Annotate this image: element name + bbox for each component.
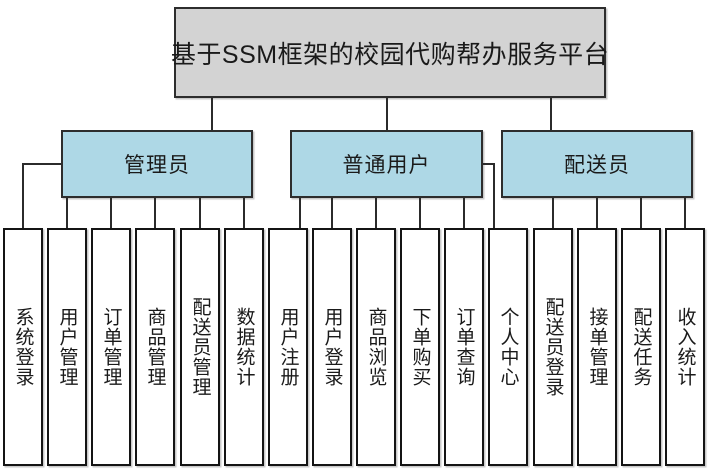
edge-user-leaf5 (463, 198, 465, 228)
edge-root-admin (211, 98, 213, 130)
leaf-label: 用户登录 (321, 307, 343, 387)
leaf-box-income-statistics: 收入统计 (665, 228, 705, 466)
edge-courier-leaf3 (640, 198, 642, 228)
edge-courier-leaf4 (684, 198, 686, 228)
leaf-label: 收入统计 (674, 307, 696, 387)
edge-user-leaf4 (419, 198, 421, 228)
edge-admin-leaf1-horizontal (22, 163, 61, 165)
edge-user-leaf1 (299, 198, 301, 228)
leaf-box-user-management: 用户管理 (47, 228, 87, 466)
leaf-label: 商品管理 (144, 307, 166, 387)
edge-courier-leaf1 (552, 198, 554, 228)
edge-user-leaf6-horizontal (483, 163, 495, 165)
role-box-admin: 管理员 (61, 130, 253, 198)
leaf-box-delivery-task: 配送任务 (621, 228, 661, 466)
edge-admin-leaf1-vertical (22, 163, 24, 228)
edge-user-leaf3 (375, 198, 377, 228)
role-label-courier: 配送员 (564, 154, 630, 177)
edge-courier-leaf2 (596, 198, 598, 228)
edge-user-leaf6-vertical (493, 163, 495, 228)
leaf-box-place-order: 下单购买 (400, 228, 440, 466)
role-label-user: 普通用户 (342, 154, 431, 177)
leaf-box-courier-management: 配送员管理 (180, 228, 220, 466)
role-box-user: 普通用户 (290, 130, 483, 198)
leaf-label: 个人中心 (497, 307, 519, 387)
leaf-label: 用户注册 (277, 307, 299, 387)
edge-root-user (386, 98, 388, 130)
leaf-box-order-query: 订单查询 (444, 228, 484, 466)
leaf-label: 订单查询 (453, 307, 475, 387)
edge-admin-leaf6 (243, 198, 245, 228)
leaf-box-courier-login: 配送员登录 (533, 228, 573, 466)
edge-admin-leaf2 (66, 198, 68, 228)
root-title-label: 基于SSM框架的校园代购帮办服务平台 (170, 40, 610, 69)
edge-admin-leaf4 (154, 198, 156, 228)
leaf-label: 系统登录 (12, 307, 34, 387)
leaf-label: 配送员管理 (189, 297, 211, 397)
role-box-courier: 配送员 (501, 130, 693, 198)
leaf-label: 下单购买 (409, 307, 431, 387)
leaf-box-goods-browse: 商品浏览 (356, 228, 396, 466)
leaf-label: 订单管理 (100, 307, 122, 387)
edge-user-leaf2 (331, 198, 333, 228)
leaf-box-data-statistics: 数据统计 (224, 228, 264, 466)
edge-admin-leaf3 (110, 198, 112, 228)
root-title-box: 基于SSM框架的校园代购帮办服务平台 (170, 7, 610, 98)
leaf-box-take-order-management: 接单管理 (577, 228, 617, 466)
leaf-label: 接单管理 (586, 307, 608, 387)
edge-root-courier (550, 98, 552, 130)
leaf-label: 商品浏览 (365, 307, 387, 387)
leaf-box-user-register: 用户注册 (268, 228, 308, 466)
leaf-label: 配送员登录 (542, 297, 564, 397)
leaf-label: 配送任务 (630, 307, 652, 387)
leaf-label: 用户管理 (56, 307, 78, 387)
leaf-label: 数据统计 (233, 307, 255, 387)
leaf-box-order-management: 订单管理 (91, 228, 131, 466)
edge-admin-leaf5 (199, 198, 201, 228)
leaf-box-system-login: 系统登录 (3, 228, 43, 466)
role-label-admin: 管理员 (124, 154, 190, 177)
leaf-box-goods-management: 商品管理 (135, 228, 175, 466)
leaf-box-user-login: 用户登录 (312, 228, 352, 466)
leaf-box-personal-center: 个人中心 (488, 228, 528, 466)
